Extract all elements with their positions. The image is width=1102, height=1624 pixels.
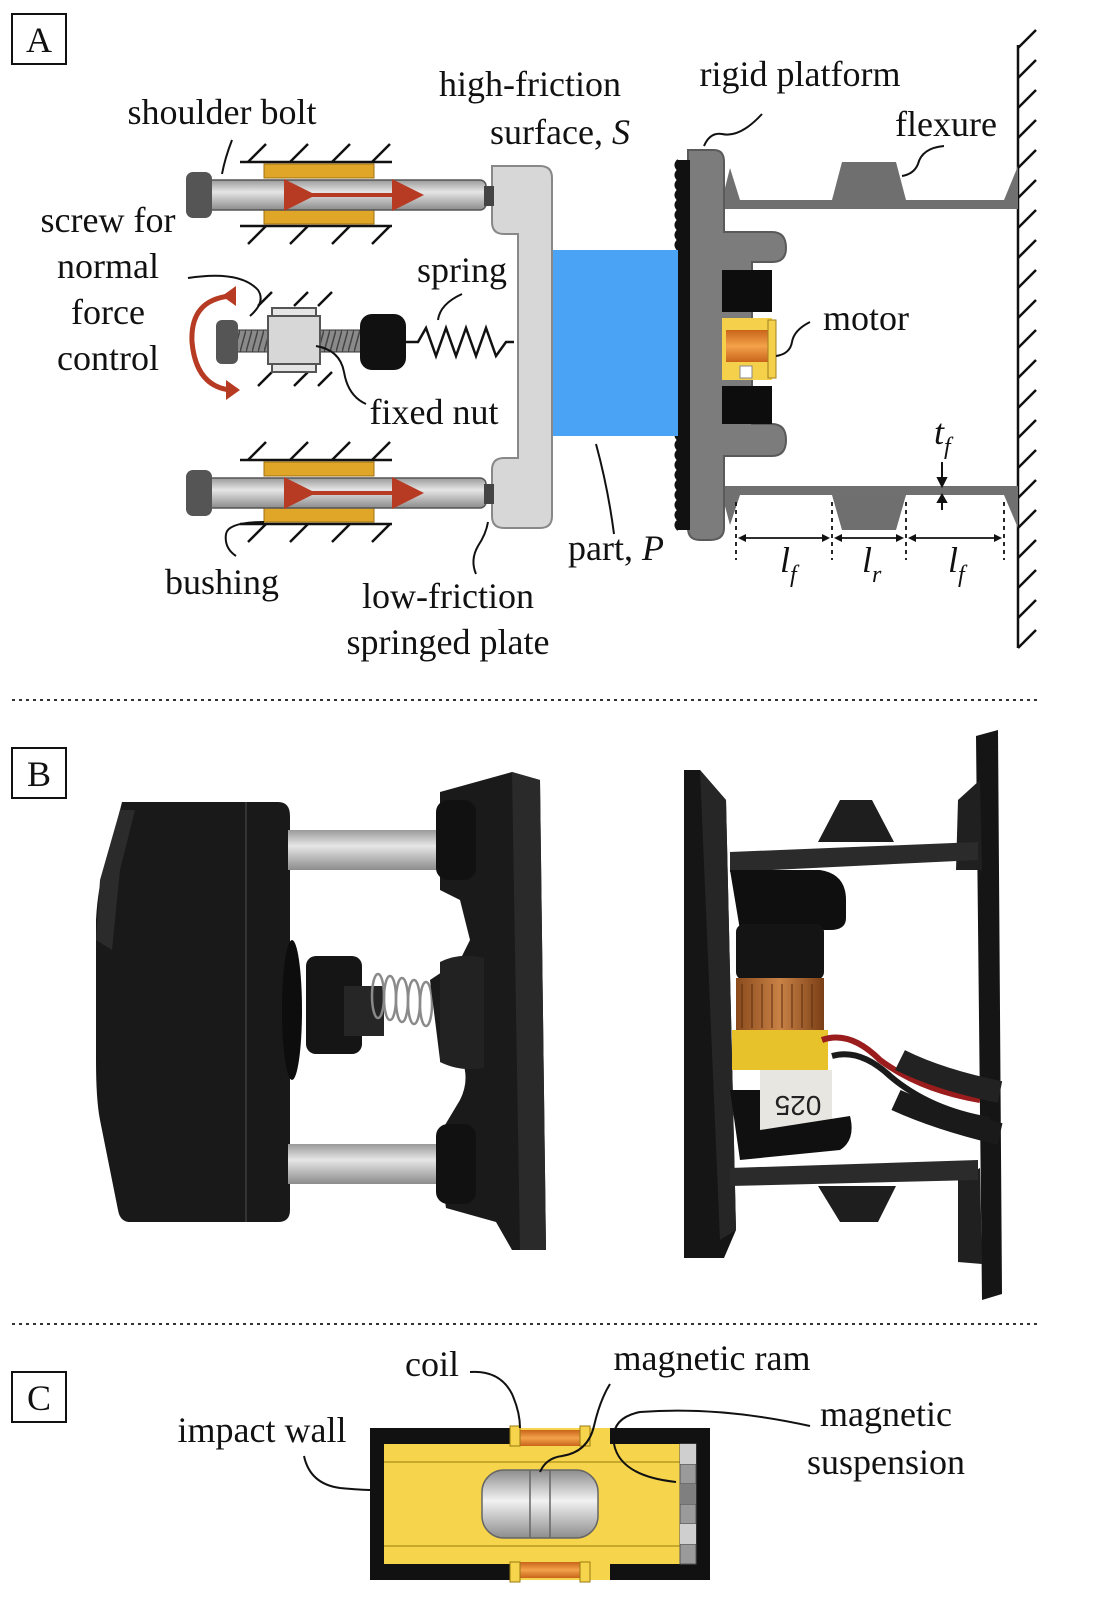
leader-magnetic-ram <box>539 1383 611 1473</box>
leader-spring <box>437 293 463 321</box>
label-tf-main: t <box>934 412 945 452</box>
high-friction-surface <box>678 160 690 530</box>
photo-right-module: 025 <box>684 730 1003 1300</box>
label-high-friction-2-group: surface, S <box>490 112 630 152</box>
label-high-friction-2: surface, <box>490 112 603 152</box>
label-low-friction-2: springed plate <box>347 622 550 662</box>
springed-plate <box>491 165 553 529</box>
label-lf-left-main: l <box>780 540 790 580</box>
dimension-lines <box>735 502 1005 560</box>
label-magnetic-2: suspension <box>807 1442 965 1482</box>
leader-suspension <box>612 1409 811 1483</box>
label-screw-2: normal <box>57 246 159 286</box>
label-low-friction-1: low-friction <box>362 576 534 616</box>
label-spring: spring <box>417 250 507 290</box>
spring-coil <box>406 324 514 360</box>
label-flexure: flexure <box>895 104 997 144</box>
panel-b: B <box>11 730 1003 1300</box>
panel-b-letter-box <box>11 747 67 799</box>
label-screw-3: force <box>71 292 145 332</box>
label-lr-sub: r <box>872 562 882 588</box>
label-screw-4: control <box>57 338 159 378</box>
leader-shoulder-bolt <box>221 139 233 175</box>
label-lf-right-sub: f <box>958 562 968 588</box>
magnetic-ram <box>481 1469 599 1539</box>
label-lf-right-main: l <box>948 540 958 580</box>
panel-a-letter: A <box>26 20 52 60</box>
label-fixed-nut: fixed nut <box>370 392 499 432</box>
flexure-top <box>720 162 1018 209</box>
leader-plate <box>472 521 489 575</box>
label-impact-wall: impact wall <box>178 1410 347 1450</box>
label-rigid-platform: rigid platform <box>700 54 901 94</box>
label-magnetic-1: magnetic <box>820 1394 952 1434</box>
label-tf: tf <box>934 412 954 460</box>
label-high-friction-1: high-friction <box>439 64 621 104</box>
label-surface-symbol: S <box>612 112 630 152</box>
label-coil: coil <box>405 1344 459 1384</box>
label-motor: motor <box>823 298 909 338</box>
label-bushing: bushing <box>165 562 279 602</box>
leader-rigid-platform <box>703 113 763 147</box>
panel-c-letter: C <box>27 1378 51 1418</box>
leader-coil <box>469 1370 521 1429</box>
label-part-group: part, P <box>568 528 664 568</box>
ground-wall <box>1016 29 1037 649</box>
label-lr-main: l <box>862 540 872 580</box>
shoulder-bolt-bottom <box>186 441 494 543</box>
rotation-arrow <box>189 293 231 393</box>
panel-b-letter: B <box>27 754 51 794</box>
bushing-bottom-upper <box>263 461 375 477</box>
panel-c: C <box>11 1338 965 1583</box>
label-lf-left-sub: f <box>790 562 800 588</box>
normal-force-screw <box>189 286 514 400</box>
bushing-top-upper <box>263 163 375 179</box>
bushing-bottom-lower <box>263 507 375 523</box>
bushing-top-lower <box>263 209 375 225</box>
spring-cap <box>360 314 406 370</box>
flexure-bottom <box>720 486 1018 530</box>
leader-bushing <box>224 521 265 557</box>
shoulder-bolt-top <box>186 143 494 245</box>
coil-bottom <box>520 1562 580 1578</box>
label-screw-1: screw for <box>41 200 176 240</box>
actuator-cross-section <box>370 1425 710 1583</box>
motor <box>722 270 777 424</box>
photo-left-assembly <box>96 772 546 1250</box>
coil-top <box>520 1430 580 1446</box>
leader-impact-wall <box>303 1455 373 1491</box>
label-tf-sub: f <box>944 434 954 460</box>
part-block <box>552 250 678 436</box>
photo-label-025: 025 <box>775 1090 822 1121</box>
panel-c-letter-box <box>11 1371 67 1423</box>
panel-a-letter-box <box>11 13 67 65</box>
leader-motor <box>775 321 811 357</box>
thickness-indicator <box>936 462 948 510</box>
label-lf-left: lf <box>780 540 800 588</box>
label-lf-right: lf <box>948 540 968 588</box>
leader-part <box>595 443 615 535</box>
label-magnetic-ram: magnetic ram <box>614 1338 811 1378</box>
leader-flexure <box>901 145 945 177</box>
panel-a: A <box>11 13 1037 662</box>
leader-fixed-nut <box>315 345 367 405</box>
leader-screw <box>187 274 262 317</box>
label-shoulder-bolt: shoulder bolt <box>128 92 317 132</box>
label-lr: lr <box>862 540 882 588</box>
label-part: part, <box>568 528 633 568</box>
label-part-symbol: P <box>641 528 664 568</box>
